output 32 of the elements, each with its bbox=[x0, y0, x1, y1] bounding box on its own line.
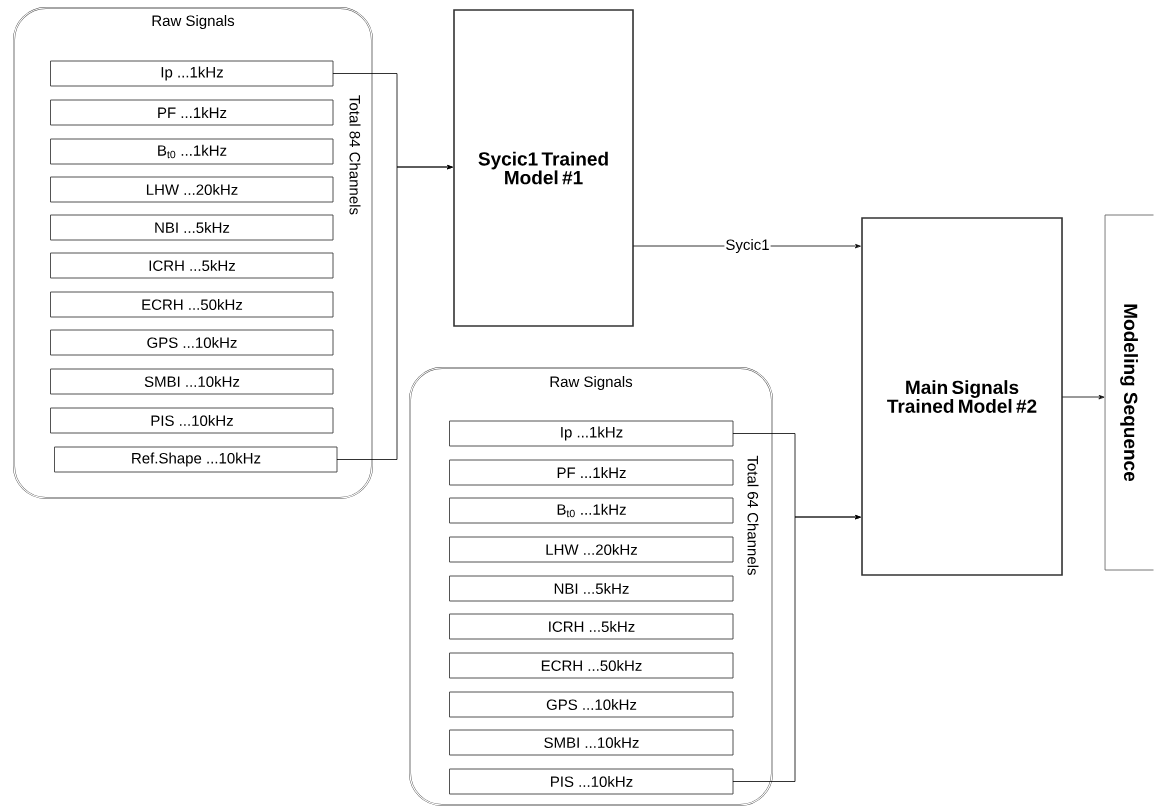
signal-box: ICRH ...5kHz bbox=[449, 613, 734, 640]
signal-box: PIS ...10kHz bbox=[449, 768, 734, 795]
panel-title: Raw Signals bbox=[550, 376, 633, 390]
channel-count-label: Total 84 Channels bbox=[349, 95, 361, 215]
signal-box: PF ...1kHz bbox=[449, 459, 734, 486]
signal-box: PF ...1kHz bbox=[50, 99, 334, 126]
signal-box: SMBI ...10kHz bbox=[449, 729, 734, 756]
signal-box: SMBI ...10kHz bbox=[50, 368, 334, 395]
arrow bbox=[337, 165, 453, 460]
signal-box: Ref.Shape ...10kHz bbox=[54, 446, 338, 473]
edge-label: Sycic1 bbox=[724, 238, 771, 254]
signal-box: B$_{t0}$ ...1kHz bbox=[50, 138, 334, 165]
signal-box: ECRH ...50kHz bbox=[449, 652, 734, 679]
signal-box: LHW ...20kHz bbox=[50, 176, 334, 203]
signal-box: NBI ...5kHz bbox=[449, 575, 734, 602]
signal-box: B$_{t0}$ ...1kHz bbox=[449, 497, 734, 524]
model-box: Sycic1 Trained Model #1 bbox=[453, 9, 634, 327]
panel-title: Raw Signals bbox=[152, 15, 235, 29]
signal-box: PIS ...10kHz bbox=[50, 407, 334, 434]
signal-box: Ip ...1kHz bbox=[50, 60, 334, 87]
channel-count-label: Total 64 Channels bbox=[747, 455, 759, 575]
signal-box: ECRH ...50kHz bbox=[50, 291, 334, 318]
signal-box: Ip ...1kHz bbox=[449, 420, 734, 447]
arrow bbox=[1062, 395, 1104, 399]
arrow bbox=[733, 515, 861, 782]
model-box: Main Signals Trained Model #2 bbox=[861, 217, 1063, 576]
signal-box: GPS ...10kHz bbox=[50, 329, 334, 356]
signal-box: LHW ...20kHz bbox=[449, 536, 734, 563]
output-box: Modeling Sequence bbox=[1104, 214, 1154, 571]
signal-box: ICRH ...5kHz bbox=[50, 252, 334, 279]
signal-box: NBI ...5kHz bbox=[50, 214, 334, 241]
signal-box: GPS ...10kHz bbox=[449, 691, 734, 718]
